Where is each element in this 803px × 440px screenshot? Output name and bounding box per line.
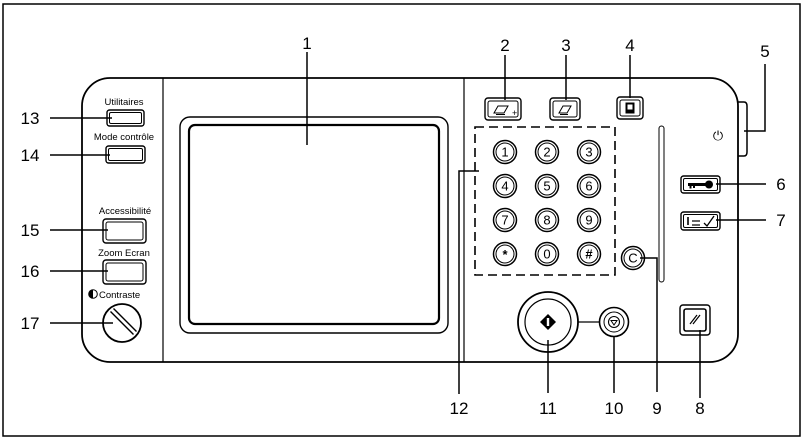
stop-icon <box>607 315 621 329</box>
scan-icon <box>558 105 572 115</box>
callout-15: 15 <box>21 221 40 240</box>
interrupt-icon <box>687 215 715 228</box>
callout-6: 6 <box>776 175 785 194</box>
key-star[interactable]: * <box>492 241 518 267</box>
key-8[interactable]: 8 <box>534 207 560 233</box>
utilitaires-label: Utilitaires <box>104 97 143 108</box>
svg-text:6: 6 <box>585 179 592 194</box>
key-9[interactable]: 9 <box>576 207 602 233</box>
copy-icon <box>625 102 635 114</box>
leader-lines <box>50 52 766 398</box>
svg-text:5: 5 <box>543 179 550 194</box>
svg-text:#: # <box>585 247 593 262</box>
indicator-strip <box>658 125 665 283</box>
svg-text:9: 9 <box>585 213 592 228</box>
keypad-area <box>474 126 616 276</box>
callout-9: 9 <box>652 399 661 418</box>
power-icon: ⏻ <box>713 128 723 143</box>
svg-text:1: 1 <box>501 145 508 160</box>
accessibilite-button[interactable] <box>102 218 147 244</box>
callout-1: 1 <box>302 34 311 53</box>
key-6[interactable]: 6 <box>576 173 602 199</box>
diagram-frame <box>2 3 801 437</box>
key-icon <box>688 180 713 189</box>
key-0[interactable]: 0 <box>534 241 560 267</box>
scan-button[interactable] <box>549 97 581 121</box>
svg-text:3: 3 <box>585 145 592 160</box>
interrupt-button[interactable] <box>680 211 721 231</box>
callout-5: 5 <box>760 42 769 61</box>
callout-4: 4 <box>625 36 634 55</box>
clear-key[interactable]: C <box>620 245 646 271</box>
reset-icon <box>689 314 701 325</box>
zoom-ecran-button-inner <box>105 262 144 282</box>
svg-text:0: 0 <box>543 247 550 262</box>
svg-text:*: * <box>502 247 508 262</box>
mode-controle-label: Mode contrôle <box>94 132 154 143</box>
callout-16: 16 <box>21 262 40 281</box>
callout-7: 7 <box>776 211 785 230</box>
key-2[interactable]: 2 <box>534 139 560 165</box>
reset-button[interactable] <box>679 304 711 336</box>
contraste-label: Contraste <box>99 290 140 301</box>
contrast-icon <box>88 289 98 299</box>
key-5[interactable]: 5 <box>534 173 560 199</box>
touch-screen-bezel <box>179 116 449 334</box>
svg-text:C: C <box>628 251 637 266</box>
svg-text:8: 8 <box>543 213 550 228</box>
callout-12: 12 <box>450 399 469 418</box>
key-4[interactable]: 4 <box>492 173 518 199</box>
main-power-switch <box>738 101 748 157</box>
callout-14: 14 <box>21 146 40 165</box>
svg-text:2: 2 <box>543 145 550 160</box>
zoom-ecran-button[interactable] <box>102 259 147 285</box>
svg-text:7: 7 <box>501 213 508 228</box>
key-7[interactable]: 7 <box>492 207 518 233</box>
callout-11: 11 <box>539 399 557 418</box>
svg-text:4: 4 <box>501 179 508 194</box>
callout-10: 10 <box>605 399 624 418</box>
accessibilite-button-inner <box>105 221 144 241</box>
zoom-ecran-label: Zoom Ecran <box>98 248 150 259</box>
extra-scan-button[interactable] <box>484 97 522 121</box>
callout-2: 2 <box>500 36 509 55</box>
callout-13: 13 <box>21 109 40 128</box>
stop-button[interactable] <box>598 306 630 338</box>
touch-screen[interactable] <box>187 123 441 326</box>
key-3[interactable]: 3 <box>576 139 602 165</box>
contrast-dial[interactable] <box>102 303 142 343</box>
accessibilite-label: Accessibilité <box>99 206 151 217</box>
callout-8: 8 <box>695 399 704 418</box>
start-icon <box>540 314 556 330</box>
callout-17: 17 <box>21 314 40 333</box>
key-hash[interactable]: # <box>576 241 602 267</box>
svg-text:+: + <box>512 108 517 118</box>
key-1[interactable]: 1 <box>492 139 518 165</box>
keypad: 1 2 3 4 5 6 7 <box>492 139 602 267</box>
callout-3: 3 <box>561 36 570 55</box>
scan-plus-icon: + <box>493 105 517 118</box>
